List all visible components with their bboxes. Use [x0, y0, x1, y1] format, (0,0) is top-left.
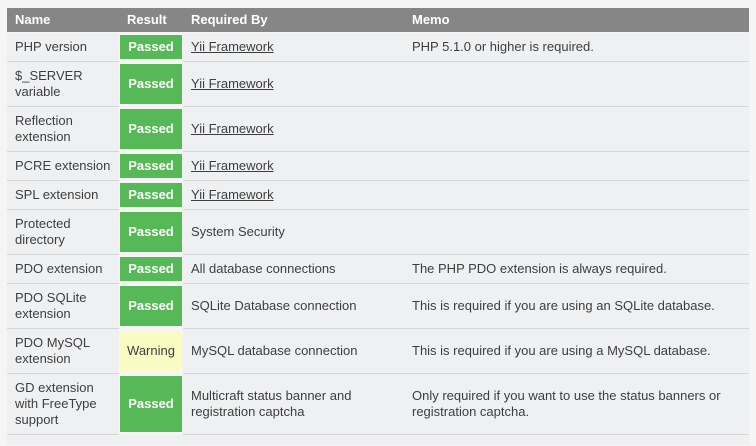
result-cell: Warning [119, 327, 183, 373]
table-row: SPL extension Passed Yii Framework [7, 179, 749, 209]
result-cell: Passed [119, 32, 183, 61]
result-cell: Passed [119, 372, 183, 434]
partial-cell [7, 433, 119, 445]
table-row: PDO SQLite extension Passed SQLite Datab… [7, 282, 749, 328]
status-badge: Passed [120, 34, 182, 59]
status-badge: Passed [120, 63, 182, 104]
requirement-name: PDO extension [7, 253, 119, 283]
result-cell: Passed [119, 150, 183, 180]
table-body: PHP version Passed Yii Framework PHP 5.1… [7, 32, 749, 445]
requirements-table: Name Result Required By Memo PHP version… [7, 8, 749, 445]
requirement-name: GD extension with FreeType support [7, 372, 119, 434]
requirement-name: $_SERVER variable [7, 60, 119, 106]
status-badge: Passed [120, 182, 182, 207]
memo: This is required if you are using a MySQ… [404, 327, 749, 373]
requirement-name: PDO SQLite extension [7, 282, 119, 328]
required-by: SQLite Database connection [183, 282, 404, 328]
status-badge: Passed [120, 211, 182, 252]
table-row: PDO MySQL extension Warning MySQL databa… [7, 327, 749, 373]
result-cell: Passed [119, 208, 183, 254]
requirement-name: PCRE extension [7, 150, 119, 180]
memo: Only required if you want to use the sta… [404, 372, 749, 434]
memo [404, 150, 749, 180]
table-row: PCRE extension Passed Yii Framework [7, 150, 749, 180]
table-header-row: Name Result Required By Memo [7, 8, 749, 33]
status-badge: Passed [120, 153, 182, 178]
required-by: All database connections [183, 253, 404, 283]
requirement-name: PDO MySQL extension [7, 327, 119, 373]
column-header-required-by: Required By [183, 8, 404, 33]
result-cell: Passed [119, 105, 183, 151]
partial-cell [404, 433, 749, 445]
column-header-name: Name [7, 8, 119, 33]
column-header-memo: Memo [404, 8, 749, 33]
status-badge: Warning [120, 330, 182, 371]
status-badge: Passed [120, 375, 182, 432]
memo: The PHP PDO extension is always required… [404, 253, 749, 283]
required-by: Yii Framework [183, 60, 404, 106]
memo: This is required if you are using an SQL… [404, 282, 749, 328]
required-by-link[interactable]: Yii Framework [191, 75, 274, 91]
status-badge: Passed [120, 285, 182, 326]
status-badge: Passed [120, 256, 182, 281]
table-row: PHP version Passed Yii Framework PHP 5.1… [7, 32, 749, 61]
status-badge: Passed [120, 108, 182, 149]
required-by: Yii Framework [183, 105, 404, 151]
result-cell: Passed [119, 253, 183, 283]
table-row: Reflection extension Passed Yii Framewor… [7, 105, 749, 151]
required-by: System Security [183, 208, 404, 254]
column-header-result: Result [119, 8, 183, 33]
required-by-link[interactable]: Yii Framework [191, 186, 274, 202]
table-row-partial [7, 433, 749, 445]
result-cell: Passed [119, 282, 183, 328]
requirement-name: SPL extension [7, 179, 119, 209]
result-cell: Passed [119, 179, 183, 209]
requirement-name: PHP version [7, 32, 119, 61]
required-by: Yii Framework [183, 179, 404, 209]
required-by: Yii Framework [183, 32, 404, 61]
table-row: $_SERVER variable Passed Yii Framework [7, 60, 749, 106]
required-by-link[interactable]: Yii Framework [191, 38, 274, 54]
partial-cell [183, 433, 404, 445]
memo [404, 179, 749, 209]
table-row: PDO extension Passed All database connec… [7, 253, 749, 283]
required-by: Yii Framework [183, 150, 404, 180]
memo [404, 105, 749, 151]
partial-cell [119, 433, 183, 445]
required-by: Multicraft status banner and registratio… [183, 372, 404, 434]
required-by-link[interactable]: Yii Framework [191, 157, 274, 173]
memo: PHP 5.1.0 or higher is required. [404, 32, 749, 61]
requirement-name: Protected directory [7, 208, 119, 254]
result-cell: Passed [119, 60, 183, 106]
memo [404, 60, 749, 106]
required-by: MySQL database connection [183, 327, 404, 373]
table-row: Protected directory Passed System Securi… [7, 208, 749, 254]
required-by-link[interactable]: Yii Framework [191, 120, 274, 136]
table-row: GD extension with FreeType support Passe… [7, 372, 749, 434]
requirement-name: Reflection extension [7, 105, 119, 151]
memo [404, 208, 749, 254]
